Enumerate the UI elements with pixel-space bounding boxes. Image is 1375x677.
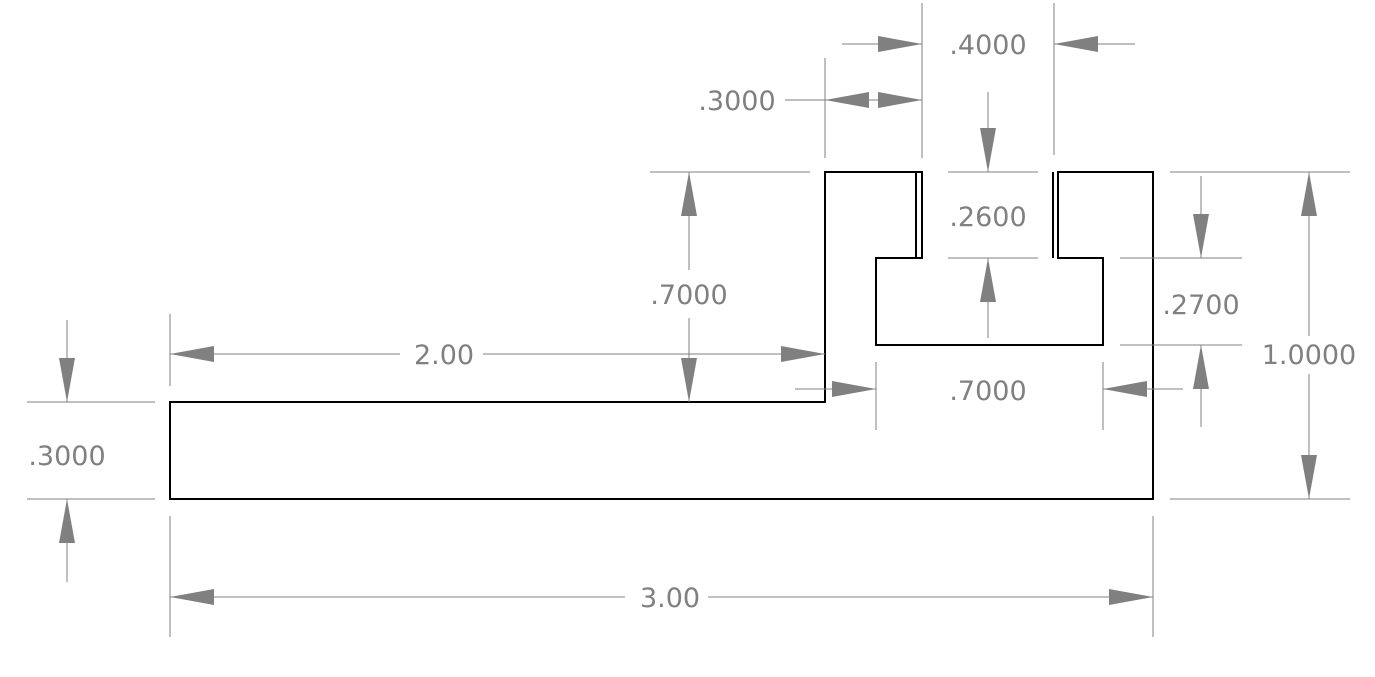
dimension-slot-opening: .2600 <box>949 92 1027 338</box>
dim-text-base-thickness: .3000 <box>28 441 105 472</box>
dim-text-slot-opening: .2600 <box>949 202 1026 233</box>
dimension-slot-depth: .2700 <box>1162 176 1240 427</box>
dimension-top-gap: .4000 <box>842 30 1135 61</box>
dimension-left-wall: .3000 <box>698 86 922 117</box>
dim-text-top-gap: .4000 <box>949 30 1026 61</box>
dimension-overall-length: 2.00 <box>170 340 825 371</box>
dimension-base-length: 3.00 <box>170 583 1153 614</box>
dimension-wall-height: .7000 <box>650 172 728 402</box>
dim-text-slot-width: .7000 <box>949 376 1026 407</box>
dim-text-left-wall: .3000 <box>698 86 775 117</box>
dim-text-wall-height: .7000 <box>650 280 727 311</box>
dimension-overall-height: 1.0000 <box>1262 172 1356 499</box>
dim-text-base-length: 3.00 <box>640 583 700 614</box>
dimension-slot-width: .7000 <box>795 376 1183 407</box>
extension-lines <box>27 3 1350 637</box>
part-outline <box>169 171 1154 500</box>
dim-text-slot-depth: .2700 <box>1162 290 1239 321</box>
dimension-base-thickness: .3000 <box>28 320 106 582</box>
dim-text-overall-height: 1.0000 <box>1262 340 1356 371</box>
dim-text-overall-length: 2.00 <box>414 340 474 371</box>
